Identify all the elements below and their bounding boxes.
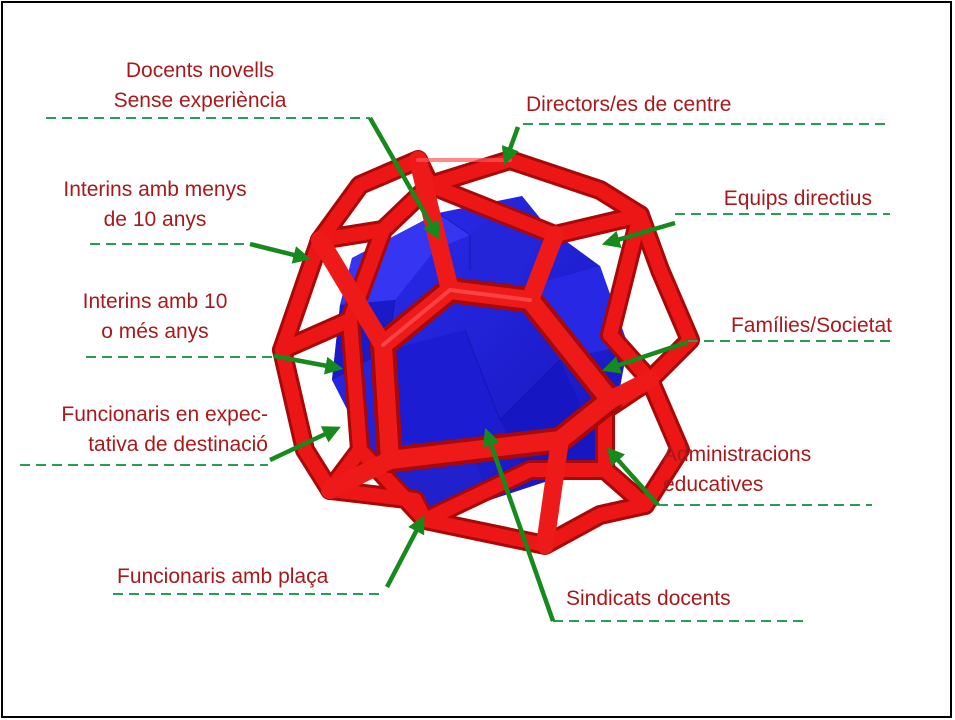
arrow-funcionaris-placa [385,515,425,589]
label-docents-novells-line2: Sense experiència [113,89,287,112]
label-equips-line1: Equips directius [723,187,872,210]
red-dodecahedron-frame [272,150,700,555]
label-docents-novells: Docents novells Sense experiència [50,56,350,116]
arrow-interins-10 [273,353,344,375]
arrow-docents-novells [368,116,440,240]
label-guide-lines [20,117,890,622]
label-sindicats-line1: Sindicats docents [566,587,731,610]
arrow-administracions [606,446,660,507]
label-equips: Equips directius [640,184,872,214]
label-docents-novells-line1: Docents novells [125,59,275,82]
arrow-sindicats [482,427,556,622]
label-administracions: Administracions educatives [663,440,811,500]
arrow-directors [501,126,521,166]
label-interins-menys-line1: Interins amb menys [63,178,247,201]
label-funcionaris-placa: Funcionaris amb plaça [117,562,328,592]
label-interins-menys: Interins amb menys de 10 anys [20,175,290,235]
label-interins-10-line2: o més anys [101,320,209,343]
label-funcionaris-expect: Funcionaris en expec- tativa de destinac… [10,400,268,460]
label-sindicats: Sindicats docents [566,584,731,614]
label-families: Famílies/Societat [660,311,892,341]
label-funcionaris-placa-line1: Funcionaris amb plaça [117,565,329,588]
label-administracions-line2: educatives [663,473,764,496]
label-interins-10-line1: Interins amb 10 [82,290,228,313]
arrow-families [601,339,689,374]
label-funcionaris-expect-line2: tativa de destinació [88,433,268,456]
arrow-interins-menys [249,241,312,264]
label-interins-menys-line2: de 10 anys [103,208,207,231]
label-directors-line1: Directors/es de centre [526,93,732,116]
label-directors: Directors/es de centre [526,90,731,120]
arrow-equips [601,220,676,249]
pointer-arrows [249,116,689,622]
label-administracions-line1: Administracions [663,443,812,466]
label-funcionaris-expect-line1: Funcionaris en expec- [61,403,268,426]
label-interins-10: Interins amb 10 o més anys [30,287,280,347]
arrow-funcionaris-expect [269,426,341,463]
label-families-line1: Famílies/Societat [730,314,892,337]
